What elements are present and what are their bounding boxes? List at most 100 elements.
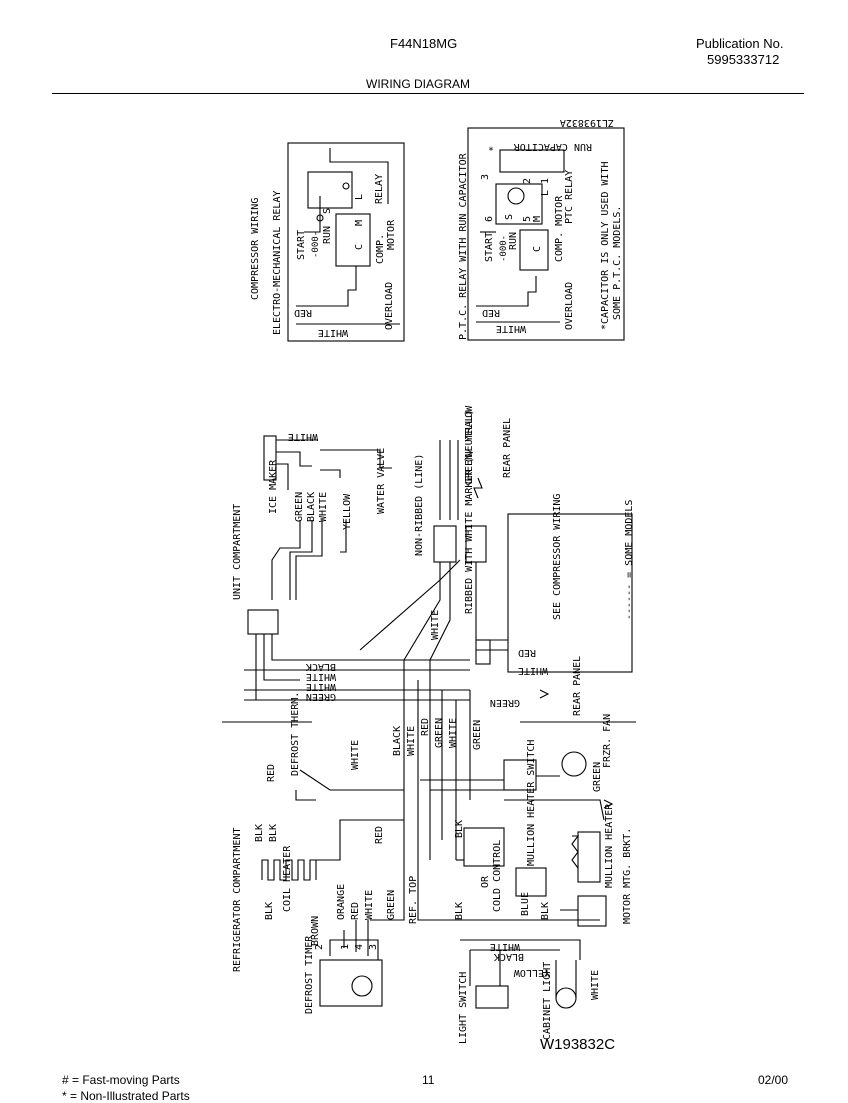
brown-label: BROWN (310, 916, 321, 946)
electro-relay-title: ELECTRO-MECHANICAL RELAY (272, 191, 283, 336)
term-4: 4 (354, 944, 365, 950)
cold-control-label: COLD CONTROL (492, 840, 503, 912)
red-label-1: RED (294, 307, 312, 318)
motor-label-1: MOTOR (386, 219, 397, 250)
term-2: 2 (314, 944, 325, 950)
num-5: 5 (522, 216, 533, 222)
light-switch-label: LIGHT SWITCH (458, 972, 469, 1044)
run-label-2: RUN (508, 232, 519, 250)
green-timer-label: GREEN (386, 890, 397, 920)
model-number: F44N18MG (390, 36, 458, 51)
coil-label-1: -000- (311, 231, 321, 258)
white-bottom-label: WHITE (490, 941, 520, 952)
page-title: WIRING DIAGRAM (366, 77, 470, 91)
l-label-1: L (354, 194, 365, 200)
green-harness-label: GREEN (306, 691, 336, 702)
green-icemaker-label: GREEN (294, 492, 305, 522)
c-label-1: C (354, 244, 365, 250)
red-timer-label: RED (374, 826, 385, 844)
see-compressor-label: SEE COMPRESSOR WIRING (552, 494, 563, 620)
blk-control-label: BLK (454, 820, 465, 838)
ptc-title: P.T.C. RELAY WITH RUN CAPACITOR (458, 152, 469, 340)
orange-label: ORANGE (336, 884, 347, 920)
red-vertical-label: RED (420, 718, 431, 736)
white-therm-label: WHITE (350, 740, 361, 770)
white-light-label: WHITE (590, 970, 601, 1000)
white-ribbed-label: WHITE (430, 610, 441, 640)
cabinet-light-label: CABINET LIGHT (542, 962, 553, 1040)
white-vertical-label-1: WHITE (406, 726, 417, 756)
overload-label-2: OVERLOAD (564, 282, 575, 330)
ribbed-label: RIBBED WITH WHITE MARKER (NEUTRAL) (464, 409, 475, 614)
comp-motor-label-2: COMP. MOTOR (554, 195, 565, 262)
run-capacitor-label: RUN CAPACITOR (513, 141, 592, 152)
frzr-fan-label: FRZR. FAN (602, 714, 613, 768)
blk-label-2: BLK (268, 824, 279, 842)
blk-label-1: BLK (254, 824, 265, 842)
red-label-timer-2: RED (350, 902, 361, 920)
relay-label-1: RELAY (374, 174, 385, 204)
comp-label-1: COMP. (375, 234, 386, 264)
l-label-2: L (540, 190, 551, 196)
part-ref-label: ZL193832A (560, 117, 614, 128)
unit-compartment-label: UNIT COMPARTMENT (232, 504, 243, 600)
ice-maker-label: ICE MAKER (268, 459, 279, 514)
coil-label-2: -000- (499, 235, 509, 262)
capacitor-note-2: SOME P.T.C. MODELS. (612, 206, 623, 320)
green-vertical-label: GREEN (434, 718, 445, 748)
publication-number: 5995333712 (707, 52, 780, 67)
electro-relay-box (287, 142, 405, 342)
num-6: 6 (484, 216, 495, 222)
s-label-1: S (322, 208, 333, 214)
page-number: 11 (422, 1073, 435, 1087)
mullion-heater-switch-label: MULLION HEATER SWITCH (526, 740, 537, 866)
start-label-1: START (296, 230, 307, 260)
compressor-wiring-title: COMPRESSOR WIRING (250, 198, 261, 300)
ref-top-label: REF. TOP (408, 876, 419, 924)
yellow-bottom-label: YELLOW (513, 967, 550, 978)
num-2: 2 (522, 178, 533, 184)
start-label-2: START (484, 232, 495, 262)
white-box-label: WHITE (518, 665, 548, 676)
blk-label-3: BLK (264, 902, 275, 920)
mullion-heater-label: MULLION HEATER (604, 803, 615, 888)
red-therm-label: RED (266, 764, 277, 782)
publication-label: Publication No. (696, 36, 784, 51)
blue-label: BLUE (520, 892, 531, 916)
white-label-1: WHITE (318, 327, 348, 338)
water-valve-label: WATER VALVE (376, 448, 387, 514)
red-label-2: RED (482, 307, 500, 318)
c-label-2: C (532, 246, 543, 252)
s-label-2: S (504, 214, 515, 220)
green-vertical-label-2: GREEN (472, 720, 483, 750)
white-label-2: WHITE (496, 323, 526, 334)
rear-panel-bottom-label: REAR PANEL (572, 656, 583, 716)
m-label-1: M (354, 220, 365, 226)
white-icemaker-label: WHITE (318, 492, 329, 522)
blk-label-4: BLK (454, 902, 465, 920)
white-vertical-label-2: WHITE (448, 718, 459, 748)
white-harness-label-1: WHITE (306, 671, 336, 682)
black-harness-label: BLACK (306, 661, 336, 672)
red-box-label: RED (518, 647, 536, 658)
green-fan-label: GREEN (592, 762, 603, 792)
term-1: 1 (340, 944, 351, 950)
black-bottom-label: BLACK (494, 951, 524, 962)
run-label-1: RUN (322, 226, 333, 244)
blk-label-5: BLK (540, 902, 551, 920)
overload-label-1: OVERLOAD (384, 282, 395, 330)
refrigerator-compartment-label: REFRIGERATOR COMPARTMENT (232, 828, 243, 973)
term-3: 3 (368, 944, 379, 950)
date-code: 02/00 (758, 1073, 789, 1087)
non-illustrated-legend: * = Non-Illustrated Parts (62, 1089, 190, 1103)
black-vertical-label: BLACK (392, 726, 403, 756)
non-ribbed-label: NON-RIBBED (LINE) (414, 454, 425, 556)
diagram-code: W193832C (540, 1036, 616, 1053)
white-timer-label: WHITE (364, 890, 375, 920)
ptc-relay-box (467, 127, 625, 341)
green-rear-label: GREEN (490, 697, 520, 708)
or-label: OR (480, 875, 491, 888)
green-yellow-label: GREEN/ YELLOW (464, 405, 475, 484)
see-compressor-box (507, 513, 633, 673)
